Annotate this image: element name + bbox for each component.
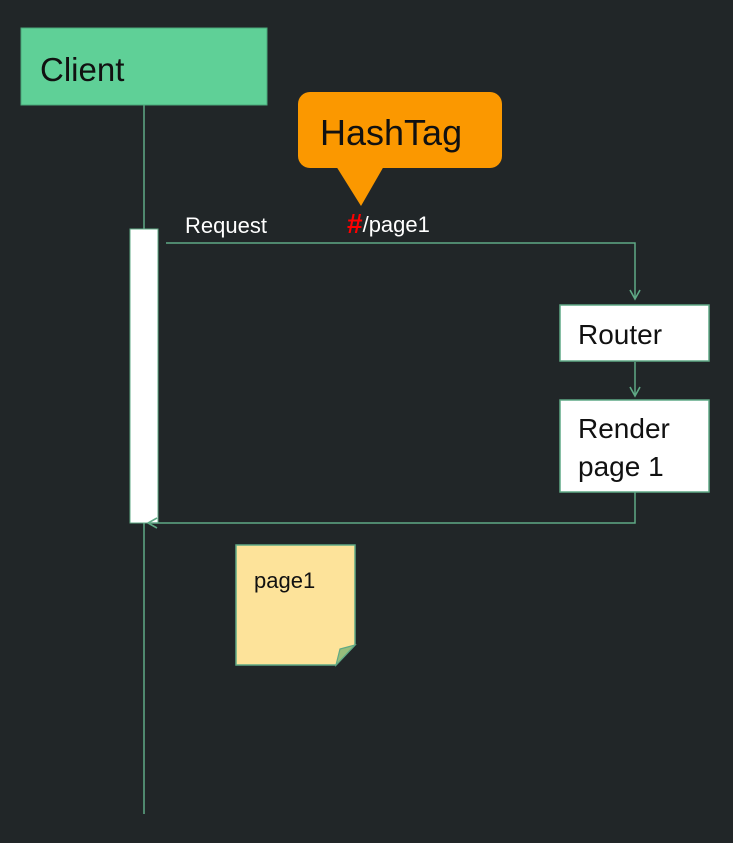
request-path: #/page1 [347, 208, 430, 239]
client-box: Client [20, 27, 268, 106]
render-box: Render page 1 [559, 399, 710, 493]
request-label: Request [185, 213, 267, 238]
note-label: page1 [254, 568, 315, 593]
request-arrow [166, 242, 641, 301]
render-label-line1: Render [578, 413, 670, 444]
hash-symbol: # [347, 208, 363, 239]
hashtag-label: HashTag [320, 112, 462, 153]
return-arrow [146, 492, 636, 529]
hashtag-callout: HashTag [298, 92, 502, 206]
client-label: Client [40, 51, 124, 88]
router-box: Router [559, 304, 710, 362]
path-text: /page1 [363, 212, 430, 237]
activation-bar [129, 228, 159, 524]
page1-note: page1 [235, 544, 357, 668]
router-label: Router [578, 319, 662, 350]
render-label-line2: page 1 [578, 451, 664, 482]
